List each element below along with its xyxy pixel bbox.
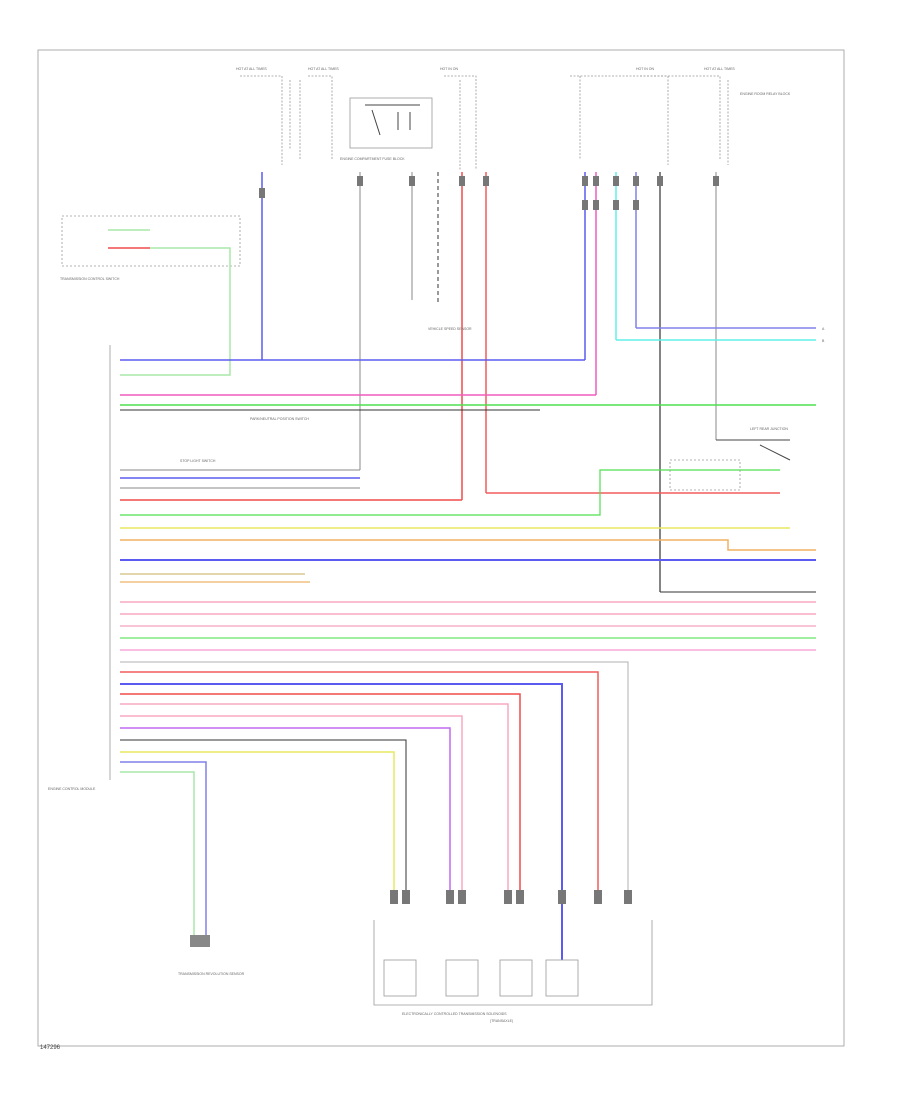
wire-red-fan-2 (120, 693, 521, 890)
wire-yellow-fan (120, 751, 395, 890)
stop-light-switch: STOP LIGHT SWITCH LEFT REAR JUNCTION (180, 427, 791, 491)
svg-text:HOT AT ALL TIMES: HOT AT ALL TIMES (308, 67, 339, 71)
top-connectors (259, 176, 719, 210)
wire-lgreen-fan (120, 771, 195, 935)
wire-grey-fan (120, 661, 629, 890)
svg-text:PARK/NEUTRAL POSITION SWITCH: PARK/NEUTRAL POSITION SWITCH (250, 417, 309, 421)
revolution-sensor: TRANSMISSION REVOLUTION SENSOR (178, 935, 245, 976)
wire-lav-fan (120, 761, 207, 935)
svg-text:ENGINE CONTROL MODULE: ENGINE CONTROL MODULE (48, 787, 96, 791)
diagram-frame (37, 49, 845, 1047)
top-fuse-group-right: HOT IN ON HOT AT ALL TIMES ENGINE ROOM R… (570, 67, 791, 165)
svg-text:ENGINE ROOM RELAY BLOCK: ENGINE ROOM RELAY BLOCK (740, 92, 791, 96)
wire-blue-fan (120, 683, 563, 960)
ecm-connector-pins: ENGINE CONTROL MODULE (48, 345, 111, 791)
svg-text:LEFT REAR JUNCTION: LEFT REAR JUNCTION (750, 427, 788, 431)
svg-text:ENGINE COMPARTMENT FUSE BLOCK: ENGINE COMPARTMENT FUSE BLOCK (340, 157, 405, 161)
svg-text:(TRANSAXLE): (TRANSAXLE) (490, 1019, 513, 1023)
solenoid-block: ELECTRONICALLY CONTROLLED TRANSMISSION S… (373, 890, 653, 1023)
relay-box-top: ENGINE COMPARTMENT FUSE BLOCK (340, 97, 433, 161)
svg-text:A: A (822, 327, 825, 331)
left-switch-module: TRANSMISSION CONTROL SWITCH (60, 215, 241, 376)
svg-text:HOT AT ALL TIMES: HOT AT ALL TIMES (704, 67, 735, 71)
wire-red-fan-1 (120, 671, 599, 890)
svg-text:B: B (822, 339, 825, 343)
wire-green-h2 (120, 469, 780, 516)
wire-pink-fan-1 (120, 703, 509, 890)
wire-orange-h (120, 539, 816, 551)
svg-text:VEHICLE SPEED SENSOR: VEHICLE SPEED SENSOR (428, 327, 472, 331)
wire-black-fan (120, 739, 407, 890)
svg-text:STOP LIGHT SWITCH: STOP LIGHT SWITCH (180, 459, 216, 463)
svg-text:HOT AT ALL TIMES: HOT AT ALL TIMES (236, 67, 267, 71)
svg-text:TRANSMISSION CONTROL SWITCH: TRANSMISSION CONTROL SWITCH (60, 277, 120, 281)
top-fuse-group-left: HOT AT ALL TIMES HOT AT ALL TIMES HOT IN… (236, 67, 477, 170)
wire-pink-fan-2 (120, 715, 463, 890)
svg-text:ELECTRONICALLY CONTROLLED TRAN: ELECTRONICALLY CONTROLLED TRANSMISSION S… (402, 1012, 507, 1016)
svg-text:HOT IN ON: HOT IN ON (636, 67, 654, 71)
svg-text:TRANSMISSION REVOLUTION SENSOR: TRANSMISSION REVOLUTION SENSOR (178, 972, 245, 976)
wire-violet-fan (120, 727, 451, 890)
svg-text:HOT IN ON: HOT IN ON (440, 67, 458, 71)
page-id: 147296 (40, 1045, 61, 1051)
